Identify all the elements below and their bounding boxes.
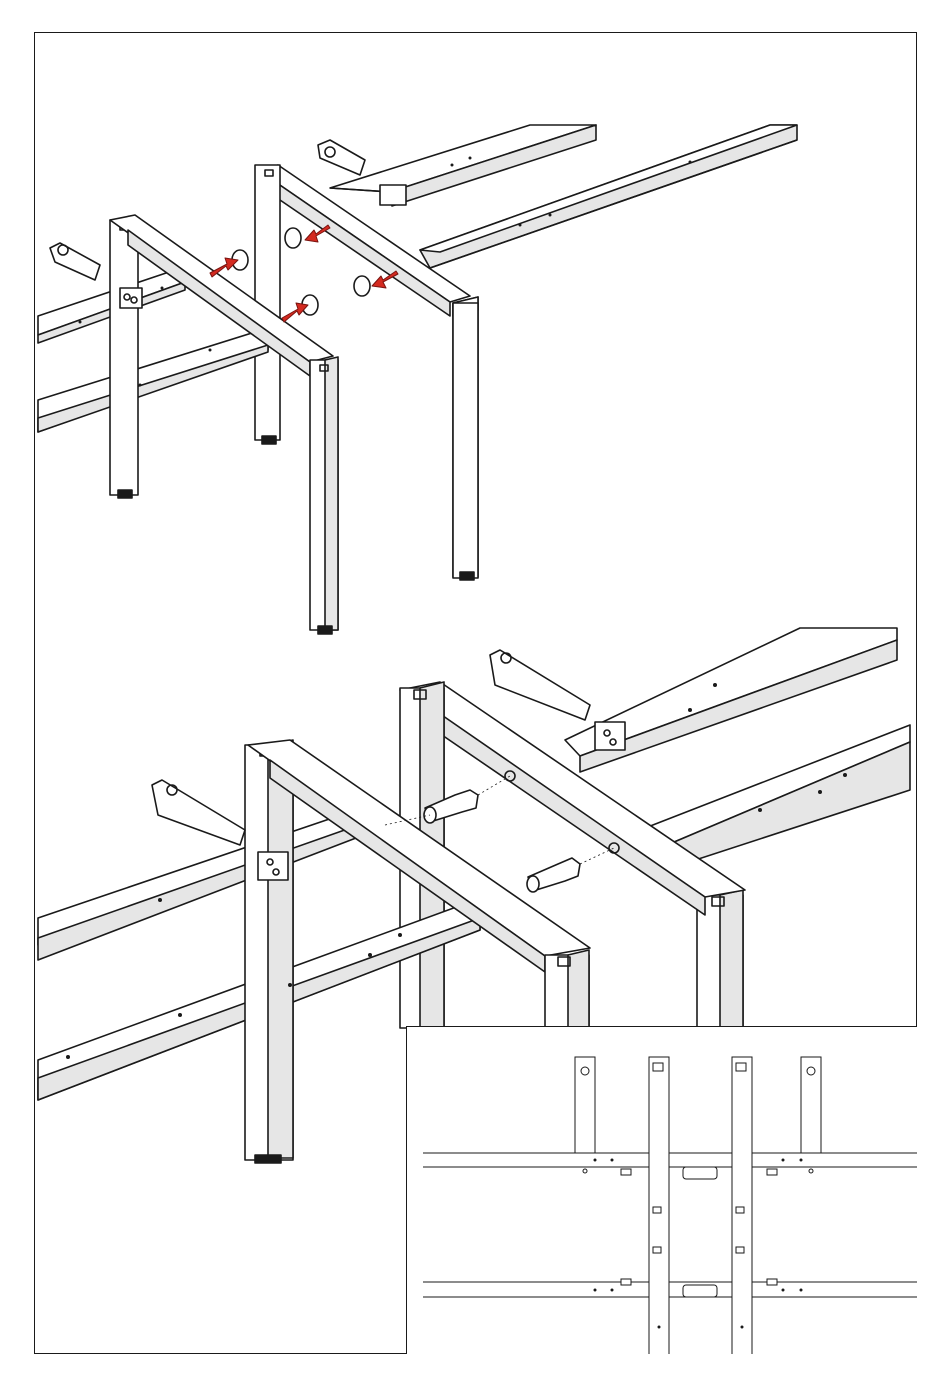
rail-bottom-left-upper xyxy=(38,812,356,960)
detail-inset xyxy=(406,1026,917,1354)
rail-left-lower xyxy=(38,332,268,432)
detail-post-right xyxy=(732,1057,752,1354)
detail-post-left xyxy=(649,1057,669,1354)
detail-connector-pin-icon xyxy=(683,1167,717,1297)
leg-front-left xyxy=(110,220,138,498)
leg-front-right xyxy=(310,357,338,634)
leg-back-right xyxy=(453,297,478,580)
detail-rail-upper xyxy=(423,1153,917,1167)
detail-bracket-right xyxy=(801,1057,821,1173)
detail-bracket-left xyxy=(575,1057,595,1173)
detail-end-cap-icon xyxy=(621,1169,777,1285)
rail-upper-back xyxy=(330,125,596,206)
leg-bottom-front-left xyxy=(245,740,293,1163)
detail-rail-lower xyxy=(423,1282,917,1297)
rail-right-lower xyxy=(640,725,910,865)
detail-holes xyxy=(594,1159,803,1329)
leg-bottom-front-right xyxy=(545,950,589,1027)
detail-top-view-drawing xyxy=(407,1027,917,1354)
